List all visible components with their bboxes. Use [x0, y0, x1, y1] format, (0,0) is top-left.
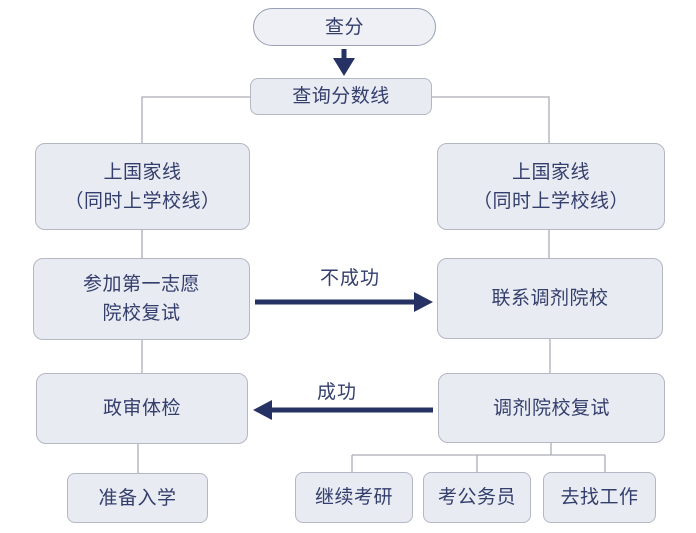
- connector-cutoff-to-left-branch: [141, 96, 250, 143]
- arrowhead-right-icon: [414, 292, 433, 312]
- node-check-score: 查分: [253, 8, 436, 46]
- node-find-job: 去找工作: [543, 472, 656, 523]
- connector-cutoff-to-right-branch: [432, 96, 550, 143]
- node-right-branch: 上国家线 （同时上学校线）: [437, 143, 665, 230]
- node-prepare-enrollment: 准备入学: [67, 473, 208, 523]
- arrowhead-down-icon: [333, 58, 355, 76]
- node-civil-servant-exam: 考公务员: [423, 472, 531, 523]
- node-political-review: 政审体检: [36, 373, 248, 444]
- connector-adjust-retest-branch: [351, 443, 606, 472]
- edge-label-unsuccessful: 不成功: [319, 268, 381, 289]
- node-check-cutoff: 查询分数线: [250, 78, 432, 115]
- node-continue-exam: 继续考研: [295, 472, 413, 523]
- edge-label-successful: 成功: [316, 382, 358, 403]
- node-first-choice-retest: 参加第一志愿 院校复试: [33, 258, 250, 340]
- arrowhead-left-icon: [253, 400, 272, 420]
- node-contact-adjustment: 联系调剂院校: [437, 258, 663, 339]
- node-left-branch: 上国家线 （同时上学校线）: [35, 143, 250, 230]
- node-adjustment-retest: 调剂院校复试: [438, 373, 665, 443]
